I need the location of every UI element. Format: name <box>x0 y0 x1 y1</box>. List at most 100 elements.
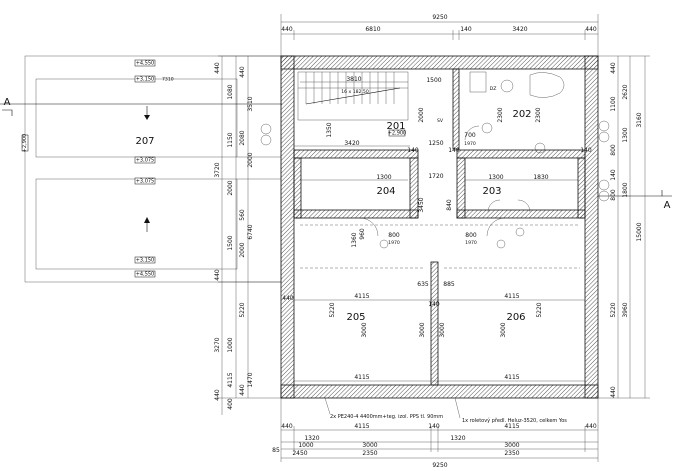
dim-int-440a: 440 <box>282 295 294 302</box>
dim-int-3000c: 3000 <box>439 322 446 337</box>
dim-bottom-85: 85 <box>272 447 280 454</box>
left-dimensions: 440 3720 440 3270 1080 1150 2000 1500 10… <box>214 55 281 415</box>
room-numbers: 207 201 202 204 203 205 206 <box>135 109 531 323</box>
dim-int-1970a: 1970 <box>464 141 476 147</box>
room-number-202: 202 <box>512 109 531 120</box>
dim-right-1800: 1800 <box>622 182 629 197</box>
level-top-4550: +4,550 <box>136 61 155 67</box>
dim-left-1080: 1080 <box>227 84 234 99</box>
dim-left-3270: 3270 <box>214 337 221 352</box>
label-sv: SV <box>437 118 444 124</box>
dim-left-1150: 1150 <box>227 132 234 147</box>
dim-bottom-2350a: 2350 <box>362 450 377 457</box>
dim-bottom-1320a: 1320 <box>304 435 319 442</box>
dim-int-3000a: 3000 <box>361 322 368 337</box>
room-number-201: 201 <box>386 121 405 132</box>
room-number-205: 205 <box>346 312 365 323</box>
dim-left-440c: 440 <box>214 269 221 281</box>
dim-right-800a: 800 <box>610 144 617 156</box>
stair-steps-label: 16 x 182,50 <box>341 89 369 95</box>
dim-int-5220b: 5220 <box>536 302 543 317</box>
symbol-labels: SV DZ <box>437 86 496 124</box>
dim-left-1000: 1000 <box>227 337 234 352</box>
dim-int-4115b: 4115 <box>504 293 519 300</box>
dim-right-140: 140 <box>610 169 617 181</box>
dim-int-1500: 1500 <box>426 77 441 84</box>
dim-int-2300a: 2300 <box>497 107 504 122</box>
level-top-3150: +3,150 <box>136 77 155 83</box>
dim-top-440b: 440 <box>585 26 597 33</box>
dim-right-15000: 15000 <box>636 222 643 241</box>
lintel-lines <box>300 224 580 269</box>
dim-int-960: 960 <box>359 228 366 240</box>
dim-int-4115d: 4115 <box>504 374 519 381</box>
dim-top-140: 140 <box>460 26 472 33</box>
dim-right-440a: 440 <box>610 62 617 74</box>
top-dimensions: 9250 440 6810 140 3420 440 <box>280 14 599 56</box>
level-3075-b: +3,075 <box>136 179 155 185</box>
dim-right-5220: 5220 <box>610 302 617 317</box>
doors <box>359 71 565 249</box>
level-201: +2,900 <box>388 131 407 137</box>
dim-int-1360: 1360 <box>351 232 358 247</box>
dim-int-140c: 140 <box>580 147 592 154</box>
level-marks: +2,900 16 x 182,50 +4,550 +3,150 7310 +2… <box>21 59 407 278</box>
dim-stair-width: 3810 <box>346 76 361 83</box>
dim-bottom-3000b: 3000 <box>504 442 519 449</box>
dim-bottom-440b: 440 <box>585 423 597 430</box>
dim-left-3720: 3720 <box>214 162 221 177</box>
dim-int-1350: 1350 <box>326 122 333 137</box>
dim-int-700: 700 <box>464 132 476 139</box>
interior-dimensions: 3810 1500 2000 2300 2300 1350 3420 140 1… <box>282 76 592 382</box>
level-bottom-3150: +3,150 <box>136 258 155 264</box>
dim-int-635: 635 <box>417 281 429 288</box>
dim-int-3450: 3450 <box>418 197 425 212</box>
dim-int-4115a: 4115 <box>354 293 369 300</box>
dim-left-1470: 1470 <box>247 372 254 387</box>
slope-arrows <box>144 106 150 232</box>
dim-bottom-3000a: 3000 <box>362 442 377 449</box>
level-3075-a: +3,075 <box>136 158 155 164</box>
dim-left-440a: 440 <box>214 62 221 74</box>
dim-bottom-2450: 2450 <box>292 450 307 457</box>
dim-int-3000b: 3000 <box>419 322 426 337</box>
outer-walls <box>280 55 599 399</box>
dim-bottom-140: 140 <box>428 423 440 430</box>
dim-int-140a: 140 <box>407 147 419 154</box>
dim-right-440b: 440 <box>610 386 617 398</box>
dim-right-800b: 800 <box>610 189 617 201</box>
dim-left-400: 400 <box>227 398 234 410</box>
dim-left-440d: 440 <box>214 389 221 401</box>
dim-left-2000c: 2000 <box>239 242 246 257</box>
dim-top-3420: 3420 <box>512 26 527 33</box>
dim-left-5220: 5220 <box>239 302 246 317</box>
dim-bottom-9250: 9250 <box>432 462 447 469</box>
notes: 2x PE240-4 4400mm+teg. izol. PPS tl. 90m… <box>324 397 567 424</box>
dim-bottom-440a: 440 <box>281 423 293 430</box>
note-left: 2x PE240-4 4400mm+teg. izol. PPS tl. 90m… <box>330 414 443 420</box>
dim-top-overall: 9250 <box>432 14 447 21</box>
dim-right-1300: 1300 <box>622 127 629 142</box>
stair <box>297 71 409 121</box>
level-left-2900: +2,900 <box>22 134 28 153</box>
dim-int-1300a: 1300 <box>376 174 391 181</box>
dim-int-140b: 140 <box>448 147 460 154</box>
dim-int-1300b: 1300 <box>488 174 503 181</box>
dim-right-3160: 3160 <box>636 112 643 127</box>
dim-int-2300b: 2300 <box>535 107 542 122</box>
dim-int-1830: 1830 <box>533 174 548 181</box>
dim-left-440e: 440 <box>239 384 246 396</box>
dim-left-4115: 4115 <box>227 372 234 387</box>
dim-left-6740: 6740 <box>247 224 254 239</box>
dim-int-140d: 140 <box>428 301 440 308</box>
dim-int-1970b: 1970 <box>388 240 400 246</box>
dim-int-5220a: 5220 <box>329 302 336 317</box>
dim-int-4115c: 4115 <box>354 374 369 381</box>
dim-bottom-4115a: 4115 <box>354 423 369 430</box>
dim-right-3960: 3960 <box>622 302 629 317</box>
dim-int-1250: 1250 <box>428 140 443 147</box>
dim-left-440b: 440 <box>239 66 246 78</box>
dim-bottom-1000: 1000 <box>298 442 313 449</box>
dim-top-6810: 6810 <box>365 26 380 33</box>
